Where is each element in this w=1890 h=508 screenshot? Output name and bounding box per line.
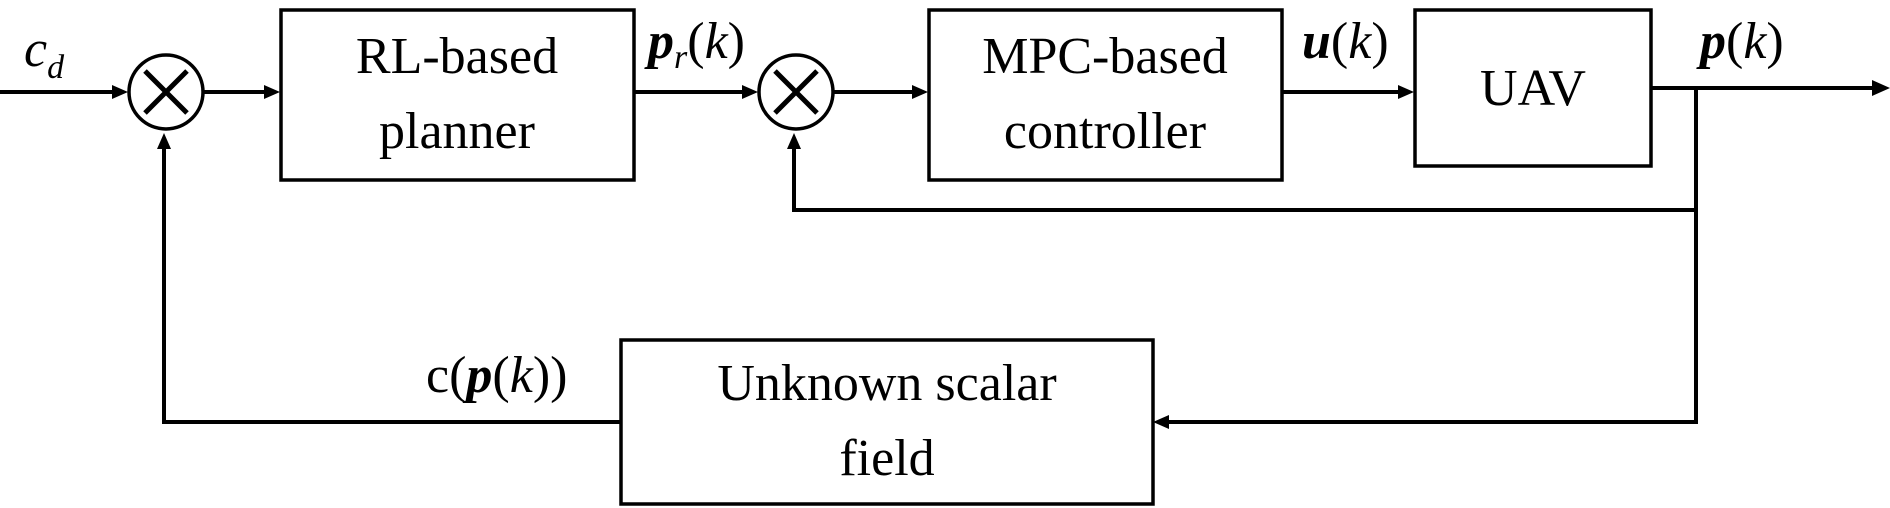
signal-label-cd: cd	[24, 21, 65, 86]
multiply-junction-outer	[127, 53, 205, 131]
multiply-junction-inner	[757, 53, 835, 131]
scalar-field-block: Unknown scalar field	[619, 338, 1155, 506]
uav-label: UAV	[1480, 60, 1586, 117]
rl-planner-block: RL-based planner	[279, 8, 636, 182]
signal-label-p: p(k)	[1696, 13, 1784, 70]
arrowhead-controller-input	[912, 85, 928, 99]
arrowhead-junction1-input	[112, 85, 128, 99]
scalar-field-label-line2: field	[839, 430, 934, 487]
mpc-controller-label-line2: controller	[1004, 103, 1206, 160]
signal-label-measurement: c(p(k))	[426, 347, 567, 404]
arrowhead-system-output	[1872, 80, 1890, 96]
arrowhead-junction2-input	[742, 85, 758, 99]
rl-planner-label-line1: RL-based	[356, 28, 558, 85]
arrowhead-uav-input	[1398, 85, 1414, 99]
mpc-controller-label-line1: MPC-based	[982, 28, 1228, 85]
wire-measurement-to-junction1	[162, 146, 620, 424]
signal-label-u: u(k)	[1302, 13, 1389, 70]
rl-planner-label-line2: planner	[379, 103, 535, 160]
arrowhead-planner-input	[264, 85, 280, 99]
arrowhead-junction1-feedback	[157, 133, 171, 149]
signal-label-pr: pr(k)	[644, 13, 745, 76]
arrowhead-junction2-feedback	[787, 133, 801, 149]
arrowhead-field-input	[1153, 415, 1169, 429]
wire-position-to-field	[1166, 210, 1698, 424]
mpc-controller-block: MPC-based controller	[927, 8, 1284, 182]
wire-inner-feedback	[792, 88, 1698, 212]
scalar-field-label-line1: Unknown scalar	[717, 355, 1056, 412]
uav-block: UAV	[1413, 8, 1653, 168]
